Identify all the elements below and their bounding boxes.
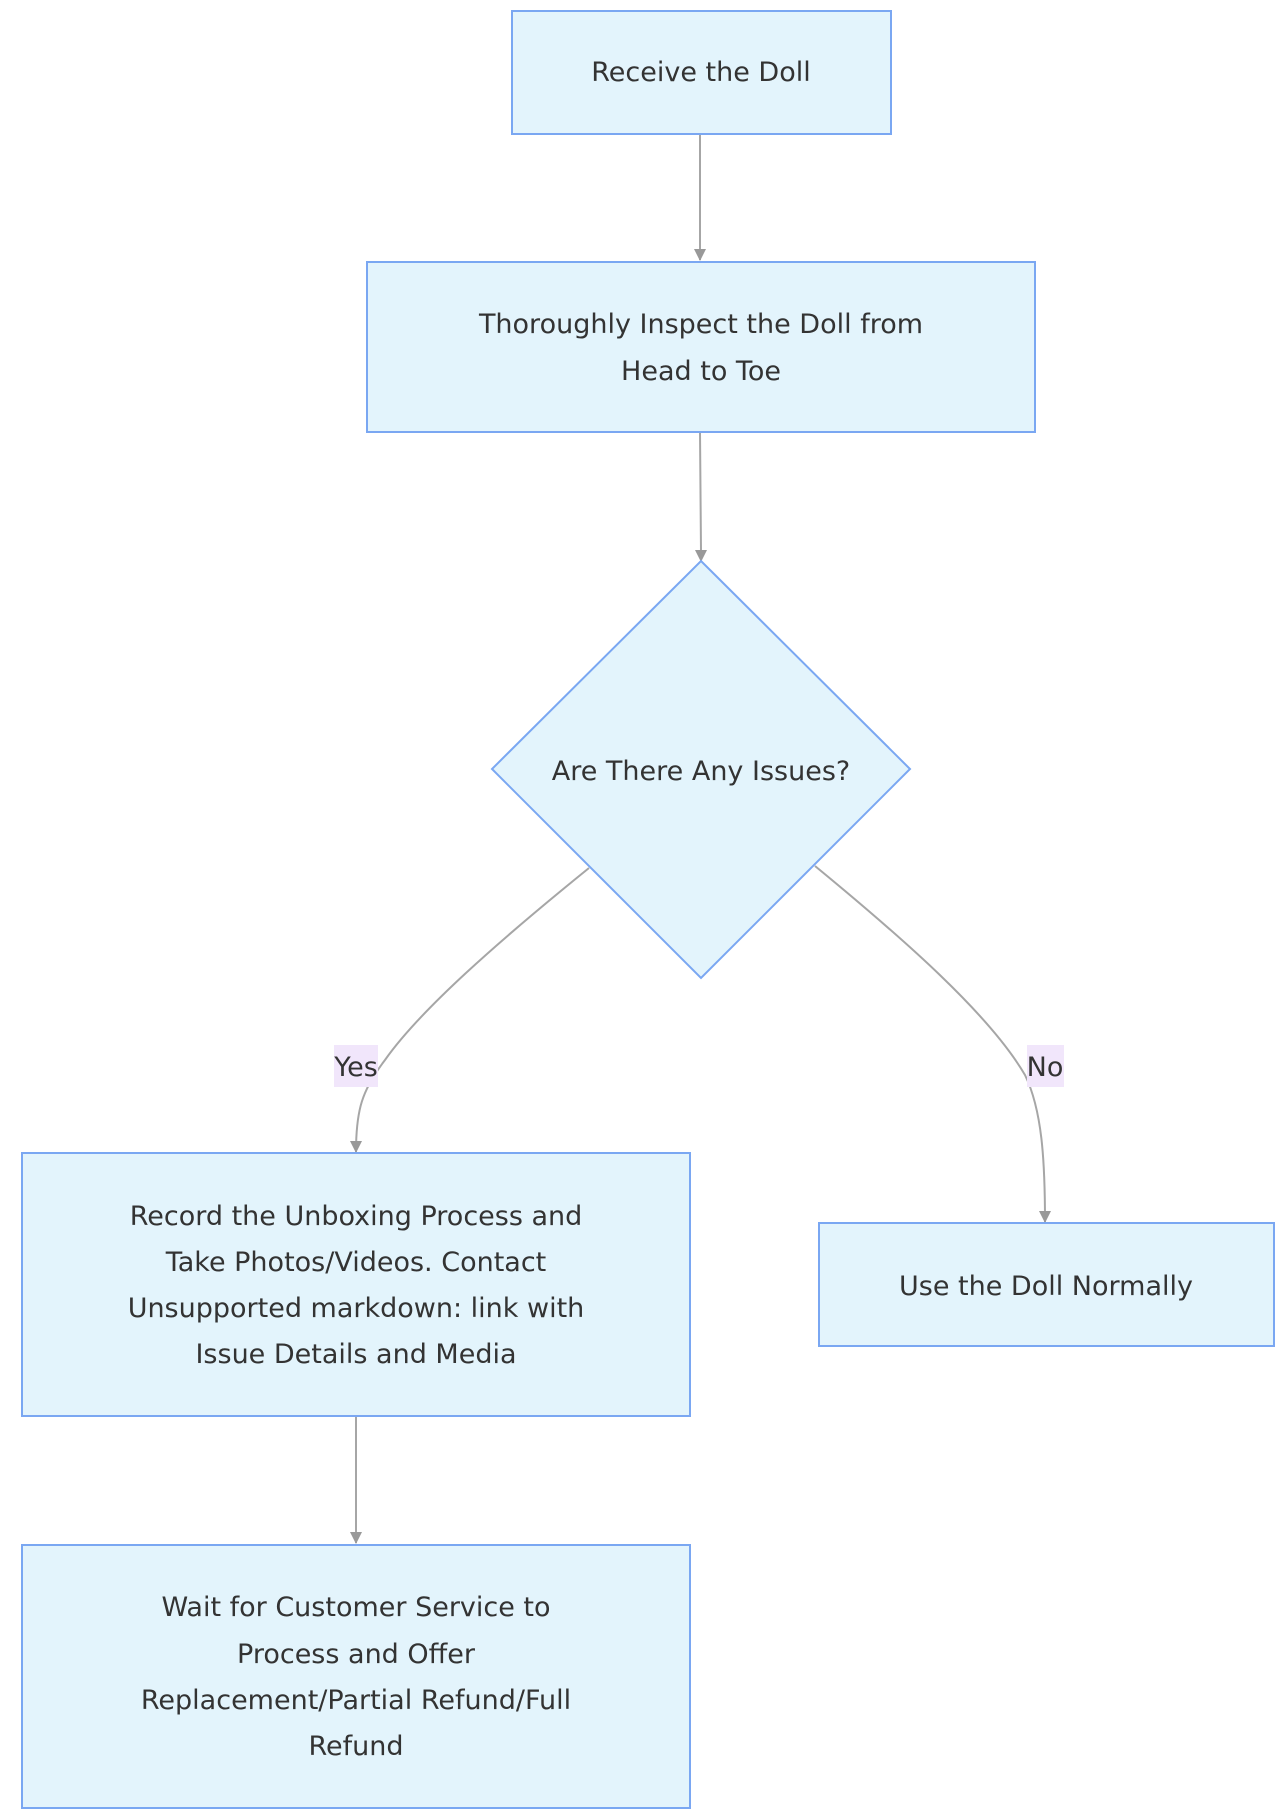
node-inspect-label-line-2: Head to Toe [621, 356, 781, 387]
edges [350, 134, 1051, 1544]
node-decision-diamond [490, 559, 912, 980]
node-record-label-line-1: Record the Unboxing Process and [130, 1201, 583, 1232]
edge-label-no: No [1027, 1045, 1064, 1087]
edge-inspect-to-decision [694, 431, 707, 562]
node-record-label-line-4: Issue Details and Media [195, 1339, 516, 1370]
node-wait-label-line-1: Wait for Customer Service to [161, 1592, 550, 1623]
node-inspect-box [366, 261, 1036, 433]
node-receive-box [511, 10, 892, 135]
node-inspect-label-line-1: Thoroughly Inspect the Doll from [478, 309, 923, 340]
node-record-unboxing: Record the Unboxing Process and Take Pho… [21, 1152, 691, 1417]
edge-decision-to-normal [814, 865, 1051, 1223]
edge-decision-to-record [350, 867, 590, 1153]
node-record-label-line-2: Take Photos/Videos. Contact [165, 1247, 547, 1278]
node-decision-label: Are There Any Issues? [552, 756, 850, 787]
edge-label-yes-text: Yes [333, 1052, 378, 1083]
node-inspect-doll: Thoroughly Inspect the Doll from Head to… [366, 261, 1036, 433]
node-wait-label-line-3: Replacement/Partial Refund/Full [141, 1685, 571, 1716]
edge-label-no-text: No [1027, 1052, 1064, 1083]
node-record-box [21, 1152, 691, 1417]
edge-label-yes-bg [334, 1045, 378, 1087]
node-normal-label: Use the Doll Normally [899, 1271, 1193, 1302]
node-wait-customer-service: Wait for Customer Service to Process and… [21, 1544, 691, 1809]
node-use-doll-normally: Use the Doll Normally [818, 1222, 1275, 1347]
node-normal-box [818, 1222, 1275, 1347]
node-wait-label-line-4: Refund [308, 1731, 403, 1762]
node-wait-label-line-2: Process and Offer [237, 1639, 476, 1670]
node-wait-box [21, 1544, 691, 1809]
edge-label-no-bg [1027, 1045, 1064, 1087]
node-record-label-line-3: Unsupported markdown: link with [128, 1293, 585, 1324]
node-receive-the-doll: Receive the Doll [511, 10, 892, 135]
node-decision-issues: Are There Any Issues? [490, 559, 912, 980]
node-receive-label: Receive the Doll [591, 57, 811, 88]
edge-label-yes: Yes [333, 1045, 378, 1087]
